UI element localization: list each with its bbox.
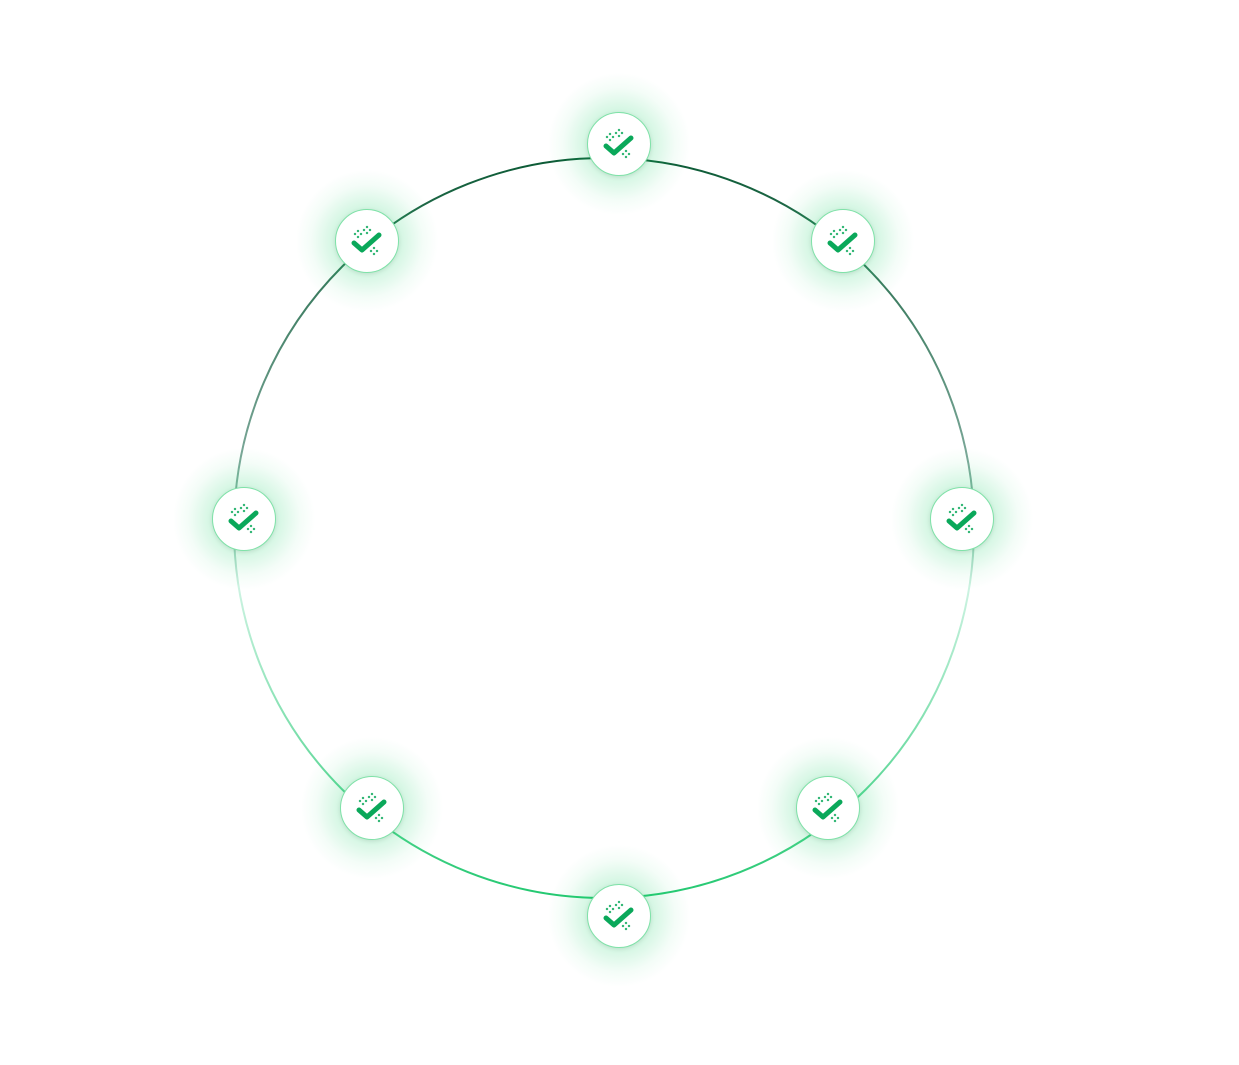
sparkle-check-icon [351, 225, 382, 256]
sparkle-check-icon [812, 792, 843, 823]
node-bottom-left[interactable] [300, 736, 444, 880]
node-badge[interactable] [212, 487, 276, 551]
node-badge[interactable] [340, 776, 404, 840]
sparkle-check-icon [228, 503, 259, 534]
node-badge[interactable] [335, 209, 399, 273]
node-right[interactable] [890, 447, 1034, 591]
node-top-right[interactable] [771, 169, 915, 313]
node-badge[interactable] [930, 487, 994, 551]
node-bottom[interactable] [547, 844, 691, 988]
sparkle-check-icon [946, 503, 977, 534]
sparkle-check-icon [603, 900, 634, 931]
node-badge[interactable] [811, 209, 875, 273]
node-bottom-right[interactable] [756, 736, 900, 880]
sparkle-check-icon [603, 128, 634, 159]
node-badge[interactable] [587, 884, 651, 948]
node-badge[interactable] [796, 776, 860, 840]
sparkle-check-icon [356, 792, 387, 823]
node-top-left[interactable] [295, 169, 439, 313]
node-left[interactable] [172, 447, 316, 591]
sparkle-check-icon [827, 225, 858, 256]
node-top[interactable] [547, 72, 691, 216]
node-badge[interactable] [587, 112, 651, 176]
